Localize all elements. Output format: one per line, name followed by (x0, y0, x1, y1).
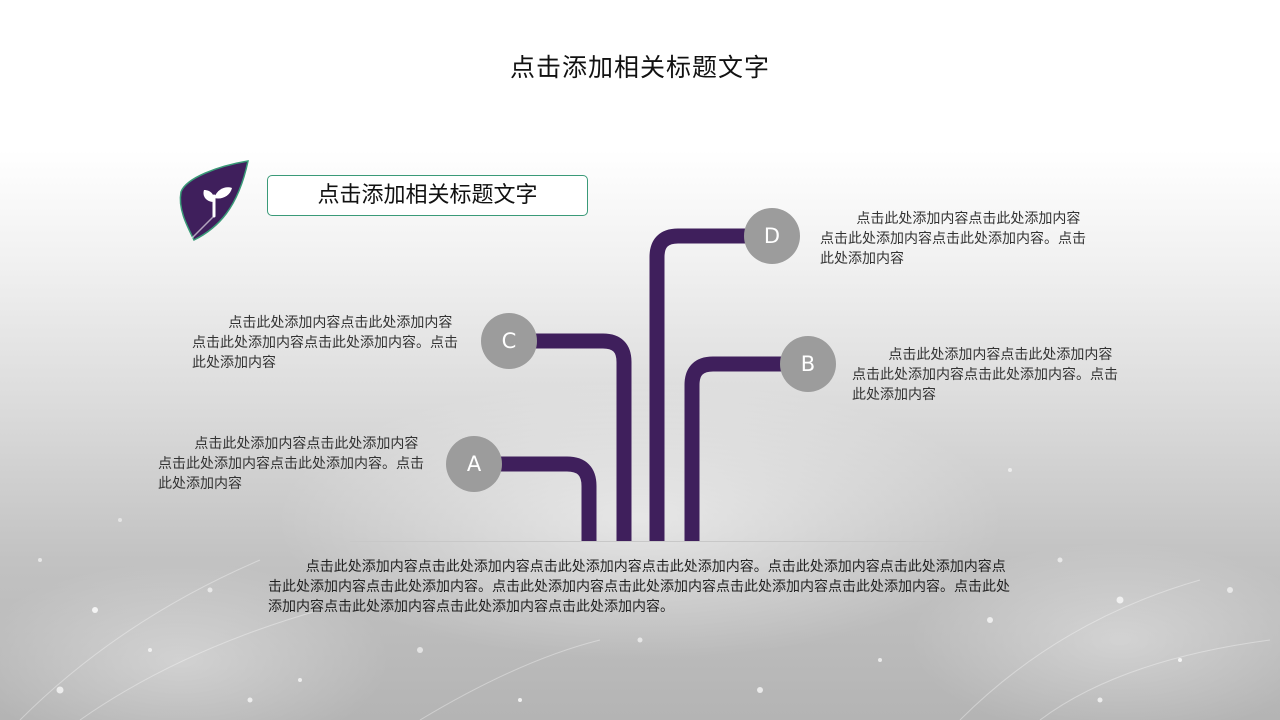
sprout-leaf-icon (179, 160, 249, 242)
node-b-label: B (800, 352, 816, 376)
node-d-circle: D (744, 208, 800, 264)
node-c-label: C (501, 329, 517, 353)
branch-line-d (649, 228, 752, 541)
node-d-label: D (763, 224, 781, 248)
node-a-circle: A (446, 436, 502, 492)
node-d-description: 点击此处添加内容点击此处添加内容点击此处添加内容点击此处添加内容。点击此处添加内… (820, 211, 1086, 267)
subtitle-text: 点击添加相关标题文字 (317, 183, 538, 208)
baseline-divider (350, 541, 955, 542)
page-title: 点击添加相关标题文字 (509, 53, 770, 82)
node-a-description: 点击此处添加内容点击此处添加内容点击此处添加内容点击此处添加内容。点击此处添加内… (158, 436, 424, 492)
branch-line-c (533, 333, 632, 541)
subtitle-box: 点击添加相关标题文字 (267, 175, 588, 216)
branch-line-a (500, 456, 597, 541)
node-a-label: A (466, 452, 482, 476)
branch-line-b (684, 356, 784, 541)
bottom-paragraph: 点击此处添加内容点击此处添加内容点击此处添加内容点击此处添加内容。点击此处添加内… (268, 559, 1010, 615)
node-b-circle: B (780, 336, 836, 392)
node-c-circle: C (481, 313, 537, 369)
node-b-description: 点击此处添加内容点击此处添加内容点击此处添加内容点击此处添加内容。点击此处添加内… (852, 347, 1118, 403)
node-c-description: 点击此处添加内容点击此处添加内容点击此处添加内容点击此处添加内容。点击此处添加内… (192, 315, 458, 371)
